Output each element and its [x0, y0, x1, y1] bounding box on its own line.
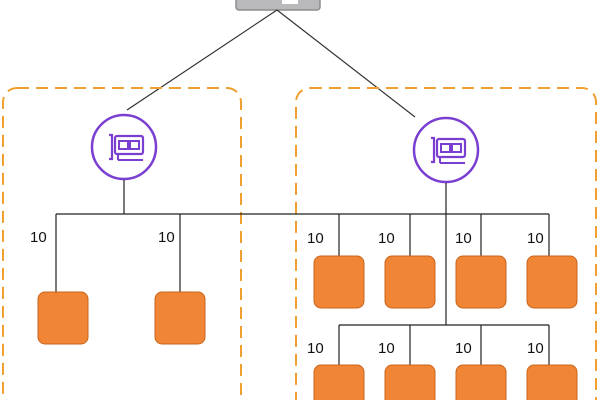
network-interface-card-icon [412, 116, 480, 184]
weight-label: 10 [455, 230, 472, 247]
weight-label: 10 [378, 230, 395, 247]
instance-icon [313, 364, 365, 400]
instance-icon [384, 255, 436, 309]
weight-label: 10 [527, 340, 544, 357]
connector-lines [55, 180, 550, 368]
weight-label: 10 [30, 229, 47, 246]
instance-icon [313, 255, 365, 309]
instance-icon [384, 364, 436, 400]
uplink-right [276, 9, 416, 118]
weight-label: 10 [158, 229, 175, 246]
weight-label: 10 [378, 340, 395, 357]
uplink-left [126, 9, 278, 111]
right-group-boundary [295, 87, 597, 400]
instance-icon [37, 291, 89, 345]
network-interface-card-icon [90, 113, 158, 181]
instance-icon [455, 364, 507, 400]
weight-label: 10 [455, 340, 472, 357]
instance-icon [526, 255, 578, 309]
weight-label: 10 [527, 230, 544, 247]
instance-icon [526, 364, 578, 400]
weight-label: 10 [307, 230, 324, 247]
network-device-icon [235, 0, 321, 11]
instance-icon [455, 255, 507, 309]
weight-label: 10 [307, 340, 324, 357]
left-group-boundary [2, 87, 242, 400]
instance-icon [154, 291, 206, 345]
